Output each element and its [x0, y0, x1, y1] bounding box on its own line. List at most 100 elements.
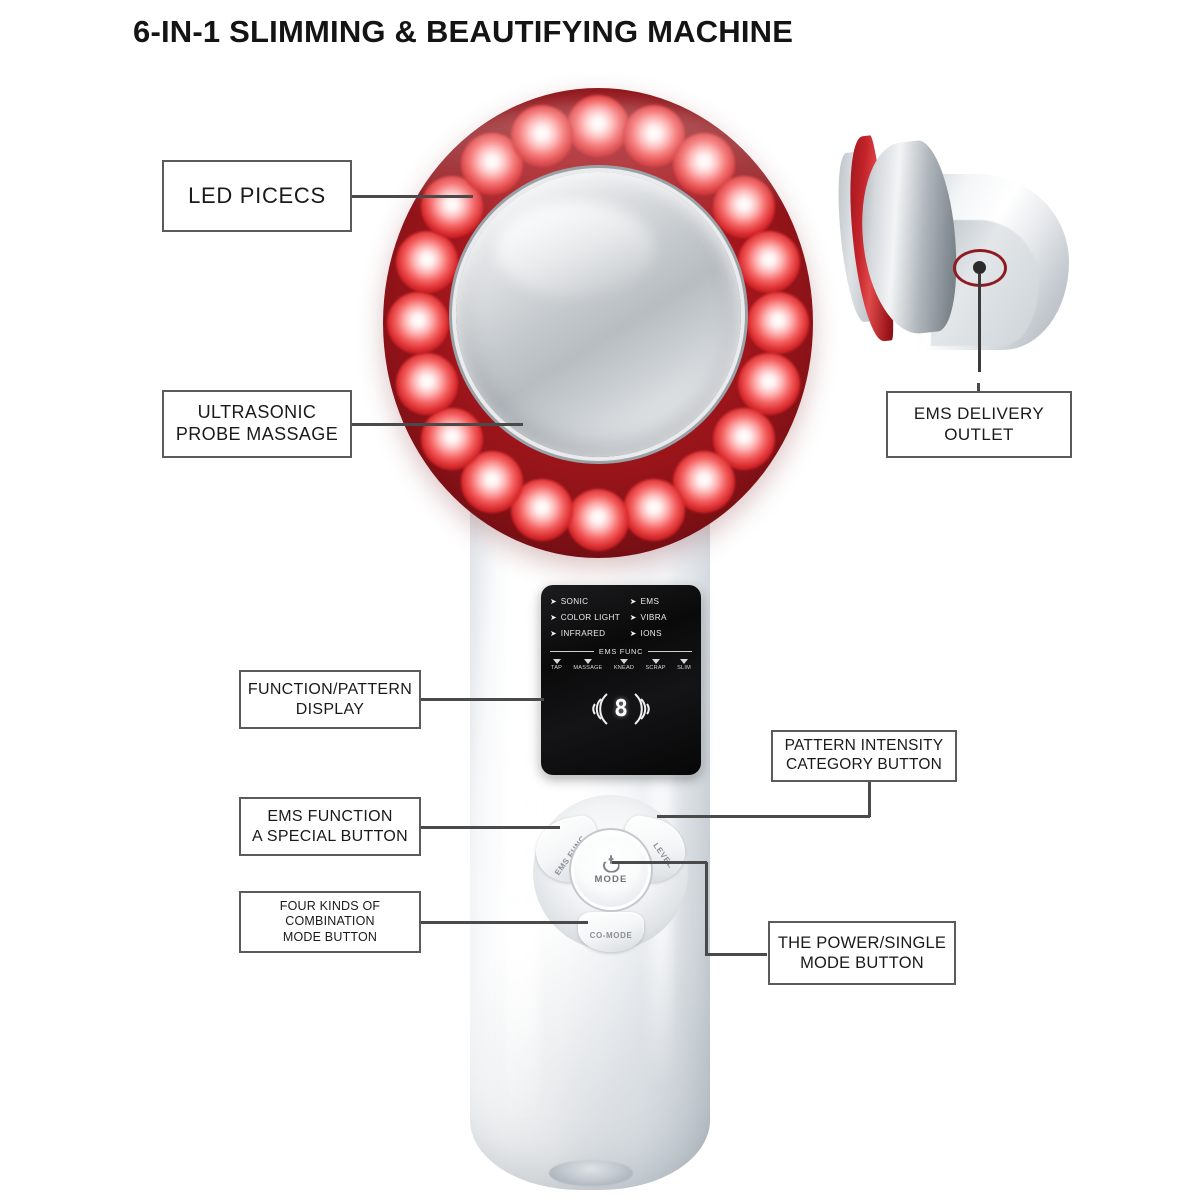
callout-power-mode-button[interactable]: THE POWER/SINGLE MODE BUTTON [768, 921, 956, 985]
ems-func-section-header: EMS FUNC [550, 647, 693, 656]
function-indicator-vibra: ➤ VIBRA [630, 613, 692, 622]
arrow-icon: ➤ [550, 596, 557, 606]
function-label: EMS [640, 597, 660, 606]
led-light [421, 407, 484, 470]
callout-ems-function-line1: EMS FUNCTION [267, 807, 393, 825]
divider-left [550, 650, 594, 653]
ems-mode-slim: SLIM [677, 659, 691, 671]
mode-button-label: MODE [594, 873, 628, 885]
led-head-assembly [383, 88, 813, 568]
co-mode-button[interactable] [578, 912, 644, 952]
arrow-icon: ➤ [550, 612, 557, 622]
power-icon [602, 854, 620, 873]
side-view-inset [832, 128, 1080, 383]
led-light [567, 489, 629, 551]
function-indicator-sonic: ➤ SONIC [550, 597, 630, 606]
leader-line-led-pieces [351, 195, 473, 198]
button-cluster: EMS FUNC LEVEL CO-MODE MODE [530, 795, 691, 952]
callout-ultrasonic-line1: ULTRASONIC [197, 402, 317, 423]
callout-combination-mode-button[interactable]: FOUR KINDS OF COMBINATION MODE BUTTON [239, 891, 421, 953]
ems-mode-tap: TAP [551, 659, 562, 671]
arrow-icon: ➤ [629, 612, 637, 622]
callout-function-display-line1: FUNCTION/PATTERN [247, 680, 413, 698]
triangle-marker-icon [651, 659, 660, 664]
triangle-marker-icon [680, 659, 689, 664]
ems-mode-label: TAP [551, 665, 563, 671]
leader-line-ems-function [420, 826, 560, 829]
callout-power-mode-line2: MODE BUTTON [800, 954, 924, 972]
arrow-icon: ➤ [629, 628, 637, 638]
ems-mode-indicator-row: TAP MASSAGE KNEAD SCRAP SLIM [550, 659, 692, 671]
ems-mode-label: MASSAGE [573, 665, 603, 671]
ems-mode-knead: KNEAD [614, 659, 634, 671]
leader-line-function-display [420, 698, 544, 701]
callout-ems-delivery-outlet[interactable]: EMS DELIVERY OUTLET [886, 391, 1072, 458]
ems-mode-label: SLIM [677, 665, 691, 671]
power-mode-button[interactable]: MODE [574, 833, 648, 907]
ems-outlet-port [973, 261, 986, 274]
led-light [622, 104, 685, 167]
ultrasonic-probe-plate [456, 172, 741, 457]
leader-line-ems-outlet [977, 383, 980, 395]
ems-func-title: EMS FUNC [598, 647, 644, 656]
leader-line-pattern-intensity-horizontal [657, 815, 870, 818]
arrow-icon: ➤ [629, 596, 637, 606]
callout-pattern-intensity-button[interactable]: PATTERN INTENSITY CATEGORY BUTTON [771, 730, 957, 782]
intensity-digit-area: 8 [550, 688, 692, 730]
ems-mode-label: SCRAP [645, 665, 666, 671]
led-light [622, 479, 685, 542]
led-light [747, 292, 809, 354]
callout-led-pieces-label: LED PICECS [188, 182, 326, 208]
led-light [712, 176, 775, 239]
callout-ems-function-button[interactable]: EMS FUNCTION A SPECIAL BUTTON [239, 797, 421, 856]
divider-right [648, 650, 693, 653]
callout-ems-outlet-line2: OUTLET [944, 424, 1014, 444]
leader-line-power-mode-vertical [705, 862, 708, 955]
callout-function-display-line2: DISPLAY [295, 700, 365, 718]
led-light [421, 176, 484, 239]
ems-outlet-leader-line [978, 274, 981, 372]
triangle-marker-icon [583, 659, 592, 664]
wave-left-icon [592, 693, 608, 725]
function-label: INFRARED [560, 629, 606, 638]
led-light [395, 352, 458, 415]
function-indicator-color-light: ➤ COLOR LIGHT [550, 613, 630, 622]
led-light [738, 352, 801, 415]
callout-function-pattern-display[interactable]: FUNCTION/PATTERN DISPLAY [239, 670, 421, 729]
leader-line-ultrasonic [351, 423, 523, 426]
triangle-marker-icon [619, 659, 628, 664]
led-light [567, 95, 629, 157]
led-light [387, 292, 449, 354]
triangle-marker-icon [552, 659, 561, 664]
callout-ems-function-line2: A SPECIAL BUTTON [252, 827, 408, 845]
callout-ultrasonic-line2: PROBE MASSAGE [175, 424, 339, 444]
led-light [461, 132, 524, 195]
function-indicator-ions: ➤ IONS [630, 629, 692, 638]
callout-pattern-intensity-line1: PATTERN INTENSITY [784, 737, 944, 755]
callout-ultrasonic-probe[interactable]: ULTRASONIC PROBE MASSAGE [162, 390, 352, 458]
function-pattern-display: ➤ SONIC ➤ EMS ➤ COLOR LIGHT ➤ VIBRA ➤ [541, 585, 701, 775]
ems-mode-label: KNEAD [613, 665, 635, 671]
callout-pattern-intensity-line2: CATEGORY BUTTON [785, 756, 943, 773]
page-title: 6-IN-1 SLIMMING & BEAUTIFYING MACHINE [133, 14, 794, 49]
callout-combination-line1: FOUR KINDS OF COMBINATION [279, 899, 381, 929]
led-light [511, 104, 574, 167]
function-label: IONS [640, 629, 662, 638]
led-light [395, 231, 458, 294]
function-label: SONIC [560, 597, 589, 606]
led-light [672, 132, 735, 195]
leader-line-combination-mode [420, 921, 588, 924]
leader-line-pattern-intensity-vertical [868, 780, 871, 817]
ems-mode-scrap: SCRAP [645, 659, 666, 671]
function-label: COLOR LIGHT [560, 613, 621, 622]
arrow-icon: ➤ [550, 628, 557, 638]
device-base-port [549, 1160, 633, 1186]
function-label: VIBRA [640, 613, 667, 622]
callout-power-mode-line1: THE POWER/SINGLE [777, 933, 947, 952]
function-indicator-ems: ➤ EMS [630, 597, 692, 606]
callout-led-pieces[interactable]: LED PICECS [162, 160, 352, 232]
wave-right-icon [634, 693, 650, 725]
ems-mode-massage: MASSAGE [573, 659, 602, 671]
led-light [738, 231, 801, 294]
